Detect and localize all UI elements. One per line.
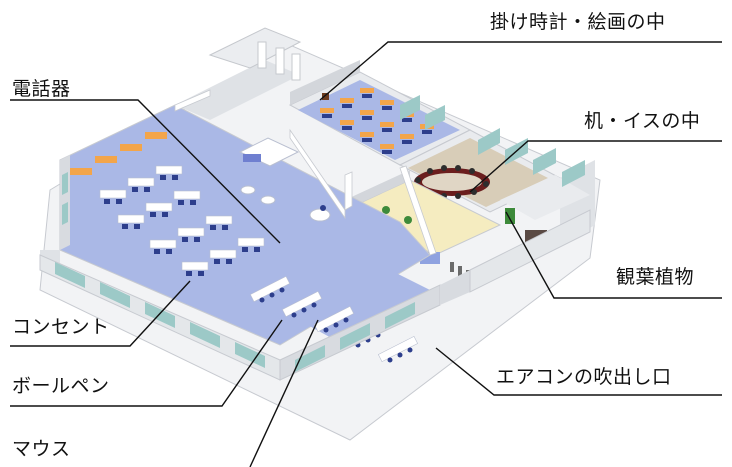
front-facade (39, 155, 591, 381)
label-mouse: マウス (12, 438, 71, 460)
plant-leader (505, 211, 722, 299)
label-phone: 電話器 (12, 78, 71, 100)
clock-painting-leader (319, 41, 722, 101)
upper-wall-block (175, 27, 302, 120)
outlet-leader (10, 280, 191, 347)
mouse-leader (249, 319, 319, 467)
desk-chair-leader (469, 140, 722, 193)
aircon-leader (435, 347, 722, 396)
label-plant: 観葉植物 (616, 266, 695, 288)
label-clock-painting: 掛け時計・絵画の中 (490, 11, 666, 33)
partition-walls (174, 89, 437, 256)
callout-lines (10, 41, 722, 467)
meeting-room-upper (288, 60, 472, 166)
label-aircon: エアコンの吹出し口 (496, 366, 672, 388)
label-desk-chair: 机・イスの中 (584, 110, 701, 132)
label-pen: ボールペン (12, 375, 110, 397)
pen-leader (10, 319, 283, 407)
label-outlet: コンセント (12, 316, 110, 338)
phone-leader (10, 99, 281, 244)
